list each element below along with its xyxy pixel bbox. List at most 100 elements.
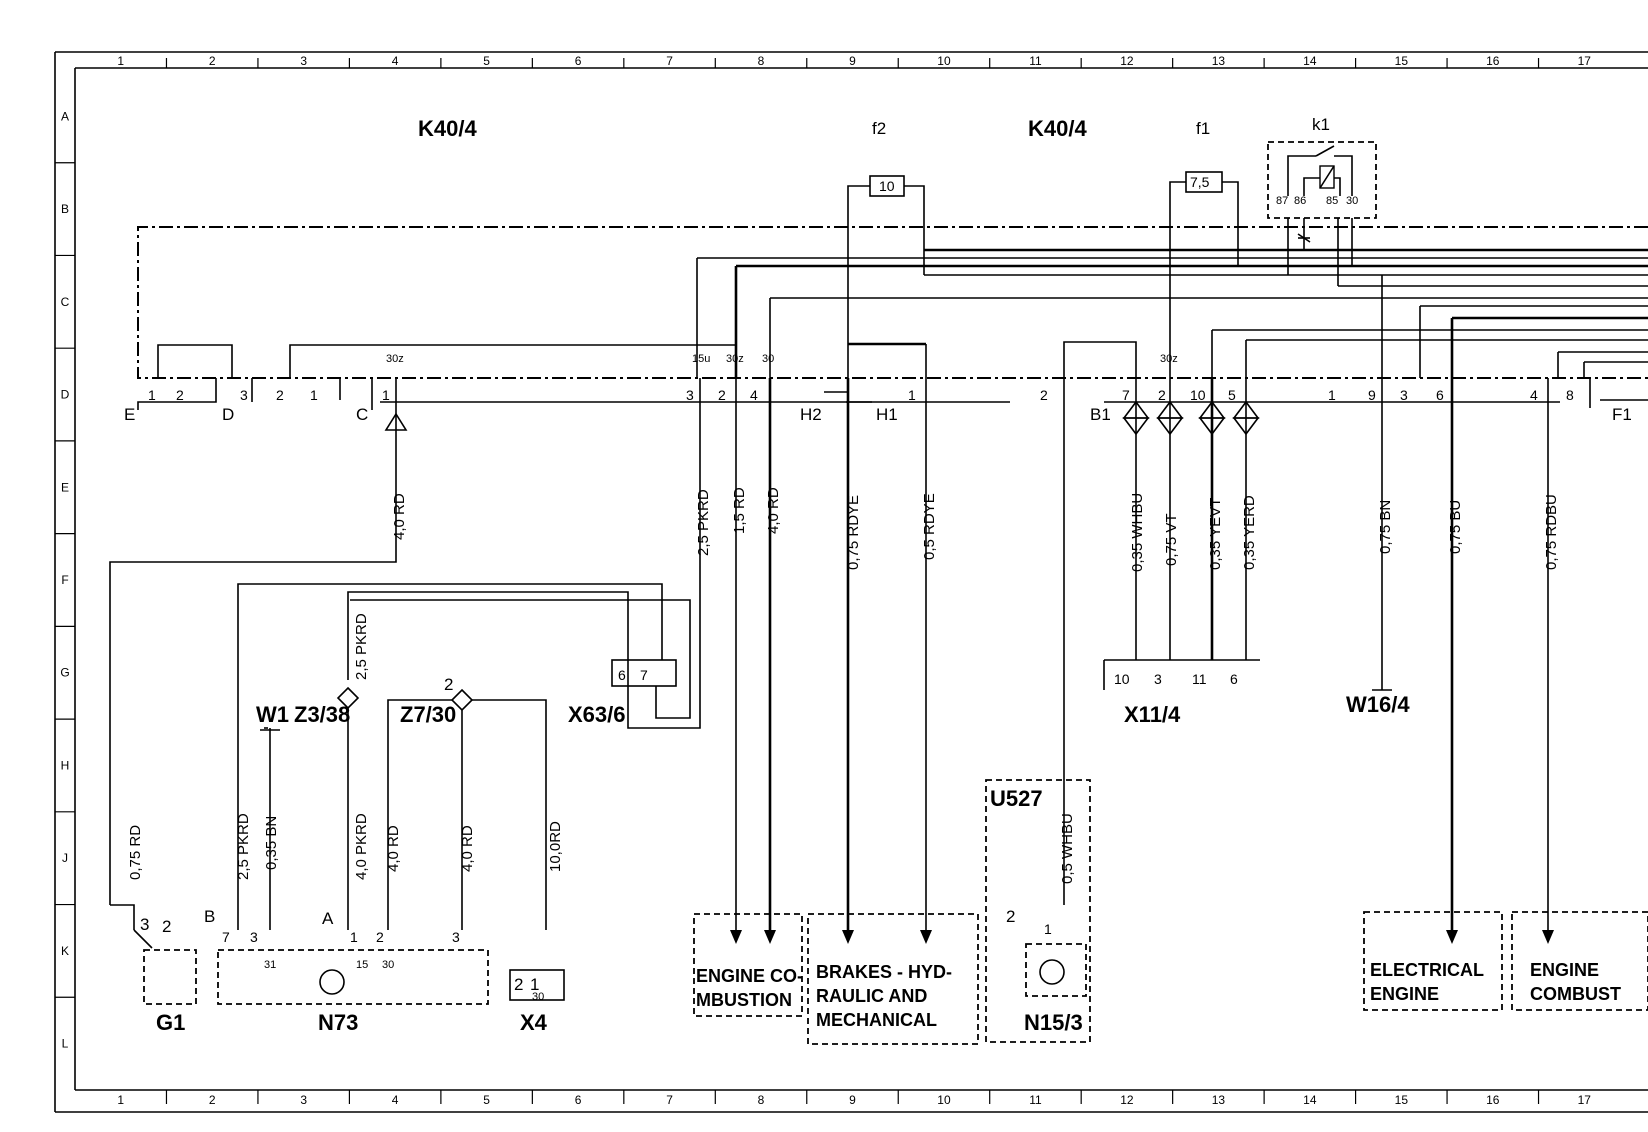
column-number-bottom: 7 [666, 1093, 673, 1107]
column-number-bottom: 1 [117, 1093, 124, 1107]
pin-b1-10: 10 [1190, 387, 1206, 403]
column-number-top: 16 [1486, 54, 1500, 68]
pin-30z: 30z [726, 353, 744, 365]
row-letter: K [61, 944, 69, 958]
column-number-top: 6 [575, 54, 582, 68]
row-letter: F [61, 573, 68, 587]
column-number-bottom: 6 [575, 1093, 582, 1107]
z3-38-label: Z3/38 [294, 702, 350, 727]
wire-2-5-pkrd: 2,5 PKRD [695, 489, 712, 556]
conn-B1: B1 [1090, 405, 1111, 424]
ref-electrical-engine-line1: ELECTRICAL [1370, 960, 1484, 980]
n73-pin-30: 30 [382, 959, 394, 971]
fuse-f2-value: 10 [879, 178, 895, 194]
w16-4-ground: W16/4 [1346, 689, 1410, 717]
x4-pin-1: 1 [530, 975, 539, 994]
x11-pin-3: 3 [1154, 671, 1162, 687]
connector-letters: E D C H2 H1 B1 F1 [124, 405, 1632, 424]
pin-r6: 6 [1436, 387, 1444, 403]
wire-0-75-vt: 0,75 VT [1163, 513, 1180, 566]
n73-pin-31: 31 [264, 959, 276, 971]
wire-0-5-whbu: 0,5 WHBU [1059, 813, 1076, 884]
reference-boxes: ENGINE CO- MBUSTION BRAKES - HYD- RAULIC… [693, 911, 1648, 1045]
pin-c1a: 1 [310, 387, 318, 403]
x63-6-label: X63/6 [568, 702, 626, 727]
k40-4-connector-strip [137, 378, 1648, 410]
wire-2-5-pkrd-n: 2,5 PKRD [235, 813, 252, 880]
k40-4-housing [137, 226, 1648, 379]
pin-r3: 3 [1400, 387, 1408, 403]
pin-c30z: 30z [386, 353, 404, 365]
column-number-bottom: 10 [937, 1093, 951, 1107]
column-number-bottom: 13 [1212, 1093, 1226, 1107]
vertical-wires [109, 378, 1549, 930]
wire-0-75-rd: 0,75 RD [127, 825, 144, 880]
column-number-top: 14 [1303, 54, 1317, 68]
pin-3: 3 [686, 387, 694, 403]
w16-4-label: W16/4 [1346, 692, 1410, 717]
wire-4-0-pkrd: 4,0 PKRD [353, 813, 370, 880]
z7-30-label: Z7/30 [400, 702, 456, 727]
wire-10-0-rd: 10,0RD [547, 821, 564, 872]
pin-e2: 2 [176, 387, 184, 403]
transistor-icon [319, 969, 345, 995]
relay-pin-30: 30 [1346, 195, 1358, 207]
reference-arrows [730, 930, 1554, 944]
diagram-frame [54, 51, 1648, 1113]
column-number-top: 12 [1120, 54, 1134, 68]
ref-brakes-line1: BRAKES - HYD- [816, 962, 952, 982]
column-number-bottom: 2 [209, 1093, 216, 1107]
wire-4-0-rd-main: 4,0 RD [391, 493, 408, 540]
ref-engine-combustion-line2: MBUSTION [696, 990, 792, 1010]
column-number-bottom: 4 [392, 1093, 399, 1107]
x63-6-connector: 6 7 X63/6 [237, 566, 701, 930]
conn-H2: H2 [800, 405, 822, 424]
relay-k1: 87 86 85 30 [1267, 141, 1377, 250]
n73-pin-3: 3 [250, 929, 258, 945]
ref-engine-combust-line1: ENGINE [1530, 960, 1599, 980]
w1-z3-z7-area: W1 Z3/38 Z7/30 2 [256, 675, 547, 930]
k40-4-internal-wiring [157, 218, 1648, 378]
fuse-f2: 10 [847, 175, 925, 227]
pin-15u: 15u [692, 353, 710, 365]
conn-F1: F1 [1612, 405, 1632, 424]
column-number-top: 8 [758, 54, 765, 68]
x63-pin-7: 7 [640, 667, 648, 683]
ref-engine-combustion-line1: ENGINE CO- [696, 966, 803, 986]
n73-pin-15: 15 [356, 959, 368, 971]
wire-4-0-rd-d: 4,0 RD [459, 825, 476, 872]
column-number-top: 5 [483, 54, 490, 68]
n15-pin-2: 2 [1006, 907, 1015, 926]
wire-labels: 4,0 RD 2,5 PKRD 1,5 RD 4,0 RD 0,75 RDYE … [127, 487, 1560, 884]
x11-pin-6: 6 [1230, 671, 1238, 687]
relay-pin-87: 87 [1276, 195, 1288, 207]
pin-r4: 4 [1530, 387, 1538, 403]
wire-0-75-rdye: 0,75 RDYE [845, 495, 862, 570]
n73-pin-3b: 3 [452, 929, 460, 945]
pin-c2: 2 [276, 387, 284, 403]
n73-pin-7: 7 [222, 929, 230, 945]
n73-pin-1: 1 [350, 929, 358, 945]
wire-0-35-bn: 0,35 BN [263, 816, 280, 870]
pin-4: 4 [750, 387, 758, 403]
g1-pin-2: 2 [162, 917, 171, 936]
pin-d3: 3 [240, 387, 248, 403]
u527-module: U527 2 1 N15/3 [985, 779, 1091, 1043]
ref-brakes-line3: MECHANICAL [816, 1010, 937, 1030]
column-number-top: 10 [937, 54, 951, 68]
n73-conn-B: B [204, 907, 215, 926]
k40-4-label-right: K40/4 [1028, 116, 1087, 141]
column-number-top: 1 [117, 54, 124, 68]
column-number-top: 17 [1578, 54, 1592, 68]
x11-pin-11: 11 [1192, 671, 1207, 687]
lower-left-components: 3 2 G1 B A 7 3 31 1 15 2 30 3 N73 2 1 30… [110, 904, 565, 1035]
wire-4-0-rd-b: 4,0 RD [765, 487, 782, 534]
wire-0-35-yevt: 0,35 YEVT [1207, 498, 1224, 570]
pin-r9: 9 [1368, 387, 1376, 403]
pin-r1: 1 [1328, 387, 1336, 403]
column-number-bottom: 17 [1578, 1093, 1592, 1107]
